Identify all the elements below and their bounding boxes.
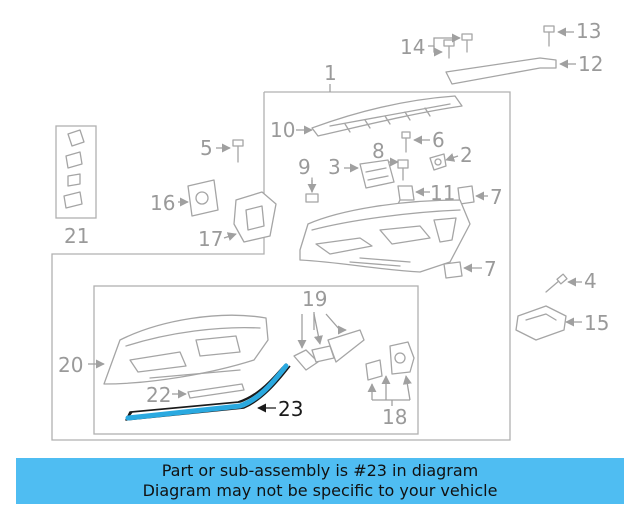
callout-9: 9 xyxy=(298,155,311,179)
banner-line-1: Part or sub-assembly is #23 in diagram xyxy=(161,461,479,480)
callout-19: 19 xyxy=(302,287,327,311)
trim-strip-22 xyxy=(187,383,245,399)
callout-1: 1 xyxy=(324,61,337,85)
bracket-7-upper xyxy=(457,185,475,205)
bolt-8 xyxy=(397,159,409,181)
callout-21: 21 xyxy=(64,224,89,248)
bolt-13 xyxy=(543,25,555,47)
callout-23: 23 xyxy=(278,397,303,421)
callout-12: 12 xyxy=(578,52,603,76)
screw-5 xyxy=(232,139,244,163)
parts-diagram: 1 10 6 2 5 8 3 9 xyxy=(51,19,609,441)
module-15 xyxy=(515,305,567,341)
actuator-3 xyxy=(359,159,395,189)
callout-5: 5 xyxy=(200,136,213,160)
callout-2: 2 xyxy=(460,143,473,167)
callout-10: 10 xyxy=(270,118,295,142)
callout-20: 20 xyxy=(58,353,83,377)
highlighted-part-23[interactable] xyxy=(125,363,291,421)
callout-3: 3 xyxy=(328,155,341,179)
screw-4 xyxy=(545,273,568,293)
callout-16: 16 xyxy=(150,191,175,215)
seal-parts-19 xyxy=(293,329,365,371)
callout-14: 14 xyxy=(400,35,425,59)
headlamp-housing xyxy=(299,199,471,273)
callout-7-upper: 7 xyxy=(490,185,503,209)
bolts-14 xyxy=(443,33,473,59)
callout-15: 15 xyxy=(584,311,609,335)
callout-22: 22 xyxy=(146,383,171,407)
clips-21 xyxy=(63,129,85,209)
grommet-2 xyxy=(429,153,447,171)
assembly-outline xyxy=(51,91,511,441)
subassembly-box xyxy=(93,285,419,435)
bracket-16 xyxy=(187,179,219,217)
lamp-lens-top xyxy=(311,95,463,137)
bracket-17 xyxy=(233,191,277,243)
callout-8: 8 xyxy=(372,139,385,163)
callout-18: 18 xyxy=(382,405,407,429)
banner-line-2: Diagram may not be specific to your vehi… xyxy=(142,481,498,500)
part-21-box xyxy=(55,125,97,219)
callout-13: 13 xyxy=(576,19,601,43)
info-banner: Part or sub-assembly is #23 in diagram D… xyxy=(16,458,624,504)
headlamp-assembly-20 xyxy=(103,314,269,385)
bracket-12 xyxy=(445,57,557,85)
callout-4: 4 xyxy=(584,269,597,293)
callout-17: 17 xyxy=(198,227,223,251)
connectors-18 xyxy=(365,341,415,381)
bracket-7-lower xyxy=(443,261,463,279)
callout-6: 6 xyxy=(432,128,445,152)
callout-7-lower: 7 xyxy=(484,257,497,281)
screw-6 xyxy=(401,131,411,153)
